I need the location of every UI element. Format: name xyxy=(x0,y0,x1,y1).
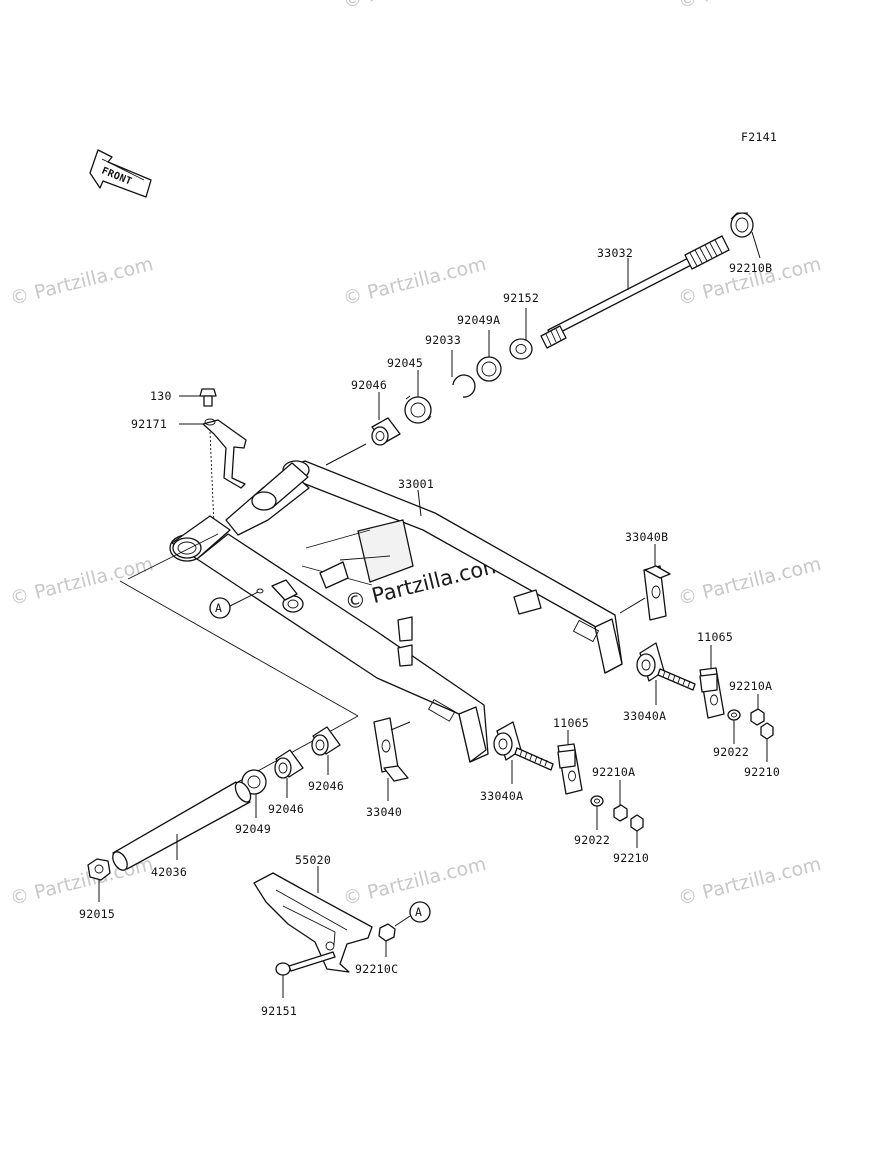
watermark: © Partzilla.com xyxy=(341,253,489,310)
hose-clamp-bolt xyxy=(199,388,217,407)
axle-nut xyxy=(730,212,754,238)
part-label-92022-right: 92022 xyxy=(713,745,749,759)
part-label-55020: 55020 xyxy=(295,853,331,867)
part-label-92210B: 92210B xyxy=(729,261,772,275)
ref-a-label: A xyxy=(415,905,422,919)
collar xyxy=(509,338,533,360)
reference-a-marker: A xyxy=(394,901,431,927)
front-arrow-icon: FRONT xyxy=(89,149,152,198)
nut-mid-a xyxy=(613,804,628,822)
part-label-92033: 92033 xyxy=(425,333,461,347)
chain-adjuster-plate-b xyxy=(643,565,671,621)
leader xyxy=(390,721,411,731)
part-label-33001: 33001 xyxy=(398,477,434,491)
chain-adjuster-plate xyxy=(373,717,409,782)
chain-adjuster-mid xyxy=(493,721,554,771)
part-label-92046-mid: 92046 xyxy=(308,779,344,793)
watermark: © Partzilla.com xyxy=(676,553,824,610)
nut-mid xyxy=(630,814,644,832)
watermark: © Partzilla.com xyxy=(8,253,156,310)
part-label-92046-low: 92046 xyxy=(268,802,304,816)
chain-guide xyxy=(253,872,373,973)
brake-hose-bracket xyxy=(202,418,247,489)
part-label-11065-mid: 11065 xyxy=(553,716,589,730)
part-label-92152: 92152 xyxy=(503,291,539,305)
pivot-sleeve xyxy=(112,781,252,871)
guide-line xyxy=(127,533,219,580)
part-label-92151: 92151 xyxy=(261,1004,297,1018)
leader xyxy=(619,597,646,614)
figure-id: F2141 xyxy=(741,130,777,144)
needle-bearing-mid xyxy=(311,726,341,756)
ball-bearing xyxy=(404,395,432,424)
needle-bearing-low xyxy=(274,749,304,779)
watermark: © Partzilla.com xyxy=(341,0,489,13)
circlip xyxy=(452,374,476,398)
part-label-33040A-mid: 33040A xyxy=(480,789,523,803)
part-label-92045: 92045 xyxy=(387,356,423,370)
part-label-92210A-right: 92210A xyxy=(729,679,772,693)
part-label-33040A-right: 33040A xyxy=(623,709,666,723)
leader xyxy=(751,231,761,259)
reference-a-marker: A xyxy=(209,591,259,619)
leader xyxy=(417,489,422,517)
rear-axle xyxy=(540,235,730,349)
ref-a-label: A xyxy=(215,601,222,615)
adjuster-block-mid xyxy=(557,743,583,795)
part-label-92210C: 92210C xyxy=(355,962,398,976)
part-label-11065-right: 11065 xyxy=(697,630,733,644)
part-label-92022-mid: 92022 xyxy=(574,833,610,847)
washer-mid xyxy=(590,795,604,807)
leader xyxy=(325,443,367,466)
part-label-33032: 33032 xyxy=(597,246,633,260)
leader xyxy=(209,431,215,527)
watermark-layer: © Partzilla.com © Partzilla.com © Partzi… xyxy=(8,0,824,910)
part-label-92171: 92171 xyxy=(131,417,167,431)
guide-bolt xyxy=(275,951,336,976)
guide-nut xyxy=(378,923,396,942)
part-label-92210-right: 92210 xyxy=(744,765,780,779)
washer-right xyxy=(727,709,741,721)
nut-right-a xyxy=(750,708,765,726)
part-label-33040B: 33040B xyxy=(625,530,668,544)
adjuster-block-right xyxy=(699,667,725,719)
watermark: © Partzilla.com xyxy=(341,853,489,910)
oil-seal xyxy=(476,356,502,382)
nut-right xyxy=(760,722,774,740)
part-label-92049A: 92049A xyxy=(457,313,500,327)
part-label-92015: 92015 xyxy=(79,907,115,921)
chain-adjuster-right xyxy=(636,642,696,691)
watermark: © Partzilla.com xyxy=(8,553,156,610)
part-label-92210A-mid: 92210A xyxy=(592,765,635,779)
watermark: © Partzilla.com xyxy=(676,0,824,13)
pivot-nut xyxy=(87,858,111,881)
part-label-92049: 92049 xyxy=(235,822,271,836)
part-label-92046-top: 92046 xyxy=(351,378,387,392)
swingarm xyxy=(169,460,623,763)
needle-bearing xyxy=(371,417,401,446)
guide-line xyxy=(119,580,359,717)
part-label-92210-mid: 92210 xyxy=(613,851,649,865)
watermark: © Partzilla.com xyxy=(676,853,824,910)
part-label-130: 130 xyxy=(150,389,172,403)
part-label-42036: 42036 xyxy=(151,865,187,879)
part-label-33040: 33040 xyxy=(366,805,402,819)
